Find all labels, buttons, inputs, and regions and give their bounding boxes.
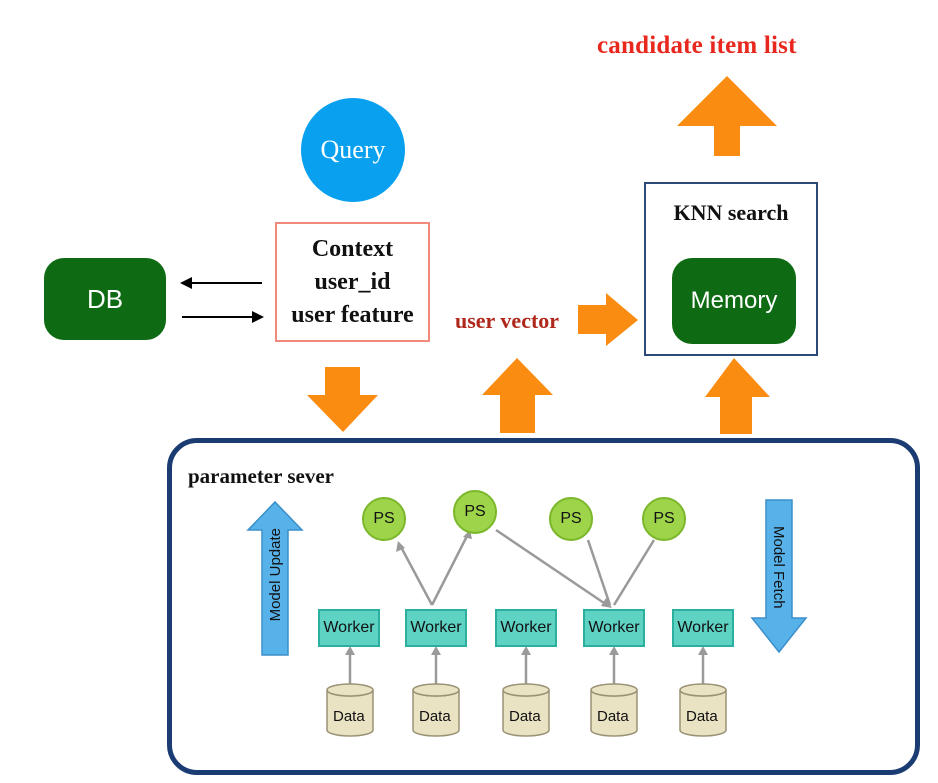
model-fetch-label: Model Fetch [770, 526, 787, 609]
worker-node-1: Worker [318, 609, 380, 647]
context-user-feature: user feature [291, 301, 414, 328]
query-node: Query [301, 98, 405, 202]
data-label-3: Data [509, 708, 541, 725]
memory-label: Memory [690, 287, 778, 314]
user-vector-to-knn-arrow [578, 293, 638, 346]
parameter-server-box [167, 438, 920, 775]
worker-node-5: Worker [672, 609, 734, 647]
ps-node-3: PS [549, 497, 593, 541]
ps-node-label: PS [373, 510, 395, 527]
data-label-1: Data [333, 708, 365, 725]
output-arrow-up [677, 76, 777, 156]
data-label-5: Data [686, 708, 718, 725]
data-label-4: Data [597, 708, 629, 725]
worker-label: Worker [500, 619, 552, 636]
model-update-label: Model Update [267, 528, 284, 622]
ps-node-4: PS [642, 497, 686, 541]
worker-label: Worker [677, 619, 729, 636]
memory-node: Memory [672, 258, 796, 344]
ps-node-label: PS [560, 510, 582, 527]
ps-node-2: PS [453, 490, 497, 534]
ps-to-user-vector-arrow-up [482, 358, 553, 433]
worker-label: Worker [410, 619, 462, 636]
parameter-server-title: parameter sever [188, 464, 334, 488]
worker-label: Worker [323, 619, 375, 636]
worker-node-2: Worker [405, 609, 467, 647]
knn-search-box: KNN search Memory [644, 182, 818, 356]
ps-to-knn-arrow-up [705, 358, 770, 434]
ps-node-label: PS [653, 510, 675, 527]
ps-node-label: PS [464, 503, 486, 520]
db-label: DB [86, 283, 124, 314]
context-to-ps-arrow-down [307, 367, 378, 432]
query-label: Query [320, 135, 386, 164]
worker-label: Worker [588, 619, 640, 636]
user-vector-label: user vector [455, 308, 560, 333]
candidate-item-list-label: candidate item list [597, 32, 797, 59]
ps-node-1: PS [362, 497, 406, 541]
knn-search-title: KNN search [673, 200, 789, 225]
worker-node-4: Worker [583, 609, 645, 647]
db-node: DB [44, 258, 166, 340]
context-title: Context [311, 235, 394, 262]
context-user-id: user_id [314, 268, 391, 295]
worker-node-3: Worker [495, 609, 557, 647]
context-box: Context user_id user feature [275, 222, 430, 342]
data-label-2: Data [419, 708, 451, 725]
